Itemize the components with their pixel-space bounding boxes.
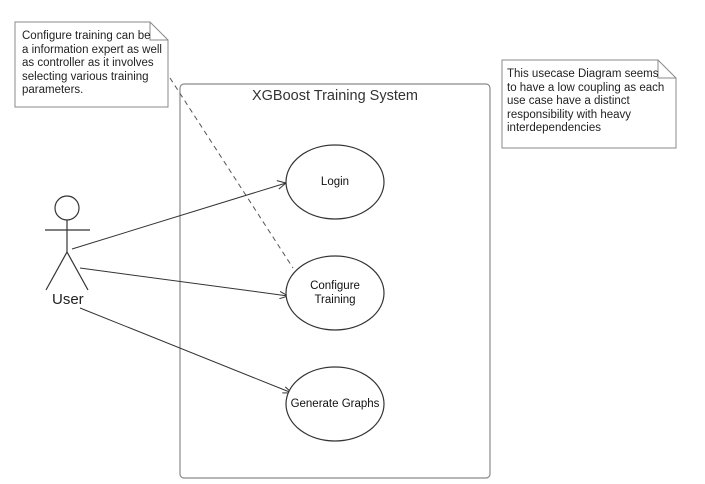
usecase-graphs <box>285 366 385 442</box>
note-anchor-line <box>169 77 294 269</box>
assoc-configure <box>79 267 289 297</box>
note-right-fold <box>657 60 676 79</box>
actor-leg-right <box>66 251 89 291</box>
system-title: XGBoost Training System <box>251 88 418 104</box>
actor-leg-left <box>45 251 68 291</box>
usecase-login-label: Login <box>320 176 350 188</box>
assoc-login <box>71 182 287 250</box>
note-right-shape <box>501 59 677 149</box>
note-left-fold <box>149 22 168 41</box>
usecase-configure <box>285 255 385 331</box>
actor-head <box>54 195 80 221</box>
assoc-graphs <box>79 307 293 394</box>
actor-figure <box>45 195 90 291</box>
note-right-text: This usecase Diagram seems to have a low… <box>507 68 665 135</box>
usecase-configure-label: Configure Training <box>310 280 360 306</box>
actor-label: User <box>52 291 84 308</box>
usecase-graphs-label: Generate Graphs <box>290 398 380 410</box>
usecase-login <box>285 144 385 220</box>
note-left-text: Configure training can be a information … <box>22 30 162 97</box>
note-left-shape <box>14 21 169 108</box>
